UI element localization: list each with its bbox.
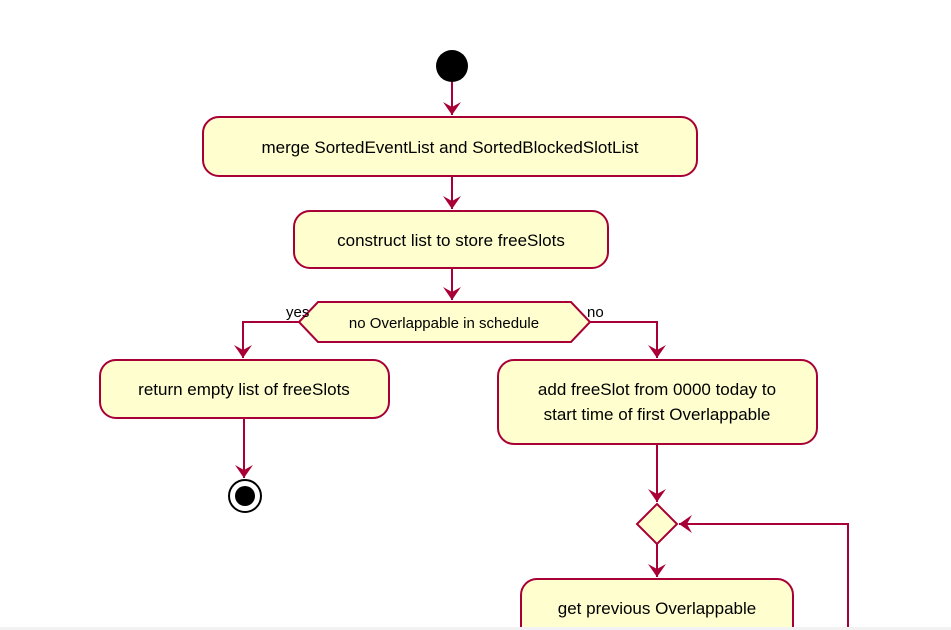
- action-add-free-slot-line2: start time of first Overlappable: [544, 405, 771, 424]
- end-node-inner: [235, 486, 255, 506]
- arrowhead: [648, 489, 666, 502]
- action-add-free-slot-line1: add freeSlot from 0000 today to: [538, 380, 776, 399]
- action-add-free-slot-box: [497, 359, 818, 445]
- edge-no-branch: [590, 321, 658, 358]
- arrowhead: [443, 196, 461, 209]
- loop-merge-diamond: [635, 502, 679, 546]
- arrowhead: [679, 515, 692, 533]
- action-get-previous-label: get previous Overlappable: [558, 599, 756, 618]
- action-construct-label: construct list to store freeSlots: [337, 231, 565, 250]
- edge-loop-back: [679, 523, 849, 630]
- arrowhead: [648, 345, 666, 358]
- arrowhead: [443, 102, 461, 115]
- action-merge-label: merge SortedEventList and SortedBlockedS…: [261, 138, 638, 157]
- guard-no-label: no: [587, 304, 604, 321]
- arrowhead: [648, 564, 666, 577]
- arrowhead: [235, 465, 253, 478]
- arrowhead: [234, 345, 252, 358]
- bottom-edge: [0, 627, 951, 630]
- decision-condition-label: no Overlappable in schedule: [349, 315, 539, 332]
- action-return-empty-label: return empty list of freeSlots: [138, 380, 350, 399]
- arrowhead: [443, 287, 461, 300]
- guard-yes-label: yes: [286, 304, 309, 321]
- action-get-previous-box: [520, 578, 794, 630]
- edge-yes-branch: [242, 321, 299, 358]
- action-merge-box: [202, 116, 698, 177]
- start-node: [436, 50, 468, 82]
